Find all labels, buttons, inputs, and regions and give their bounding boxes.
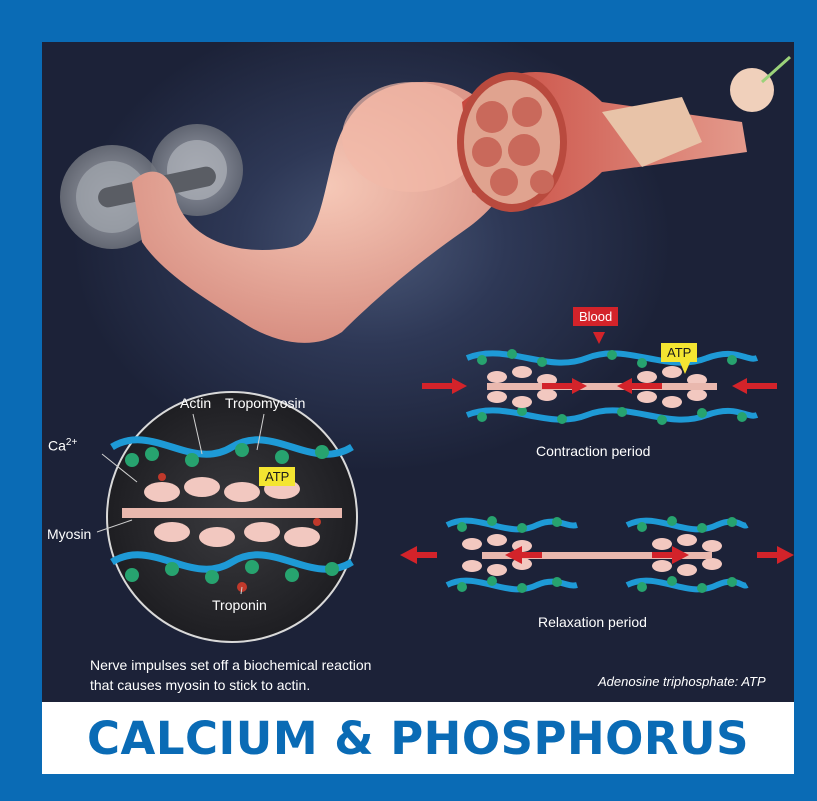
atp-tag-contraction: ATP <box>661 343 697 362</box>
actin-label: Actin <box>180 395 211 411</box>
relaxation-label: Relaxation period <box>538 614 647 630</box>
calcium-charge: 2+ <box>66 437 77 448</box>
myosin-label: Myosin <box>47 526 91 542</box>
atp-note: Adenosine triphosphate: ATP <box>598 674 766 689</box>
muscle-fiber-bundle <box>457 57 790 212</box>
caption: Nerve impulses set off a biochemical rea… <box>90 655 371 695</box>
caption-line-1: Nerve impulses set off a biochemical rea… <box>90 655 371 675</box>
muscle-illustration <box>42 42 794 702</box>
atp-tag-circle: ATP <box>259 467 295 486</box>
caption-line-2: that causes myosin to stick to actin. <box>90 675 371 695</box>
illustration-panel: Actin Tropomyosin Ca2+ Myosin ATP Tropon… <box>42 42 794 702</box>
relaxation-diagram <box>400 516 794 593</box>
contraction-diagram <box>422 332 777 425</box>
tropomyosin-label: Tropomyosin <box>225 395 305 411</box>
calcium-label: Ca2+ <box>48 437 77 454</box>
troponin-label: Troponin <box>212 597 267 613</box>
banner-title: CALCIUM & PHOSPHORUS <box>87 712 749 765</box>
blood-tag: Blood <box>573 307 618 326</box>
calcium-symbol: Ca <box>48 438 66 454</box>
contraction-label: Contraction period <box>536 443 650 459</box>
title-banner: CALCIUM & PHOSPHORUS <box>42 702 794 774</box>
